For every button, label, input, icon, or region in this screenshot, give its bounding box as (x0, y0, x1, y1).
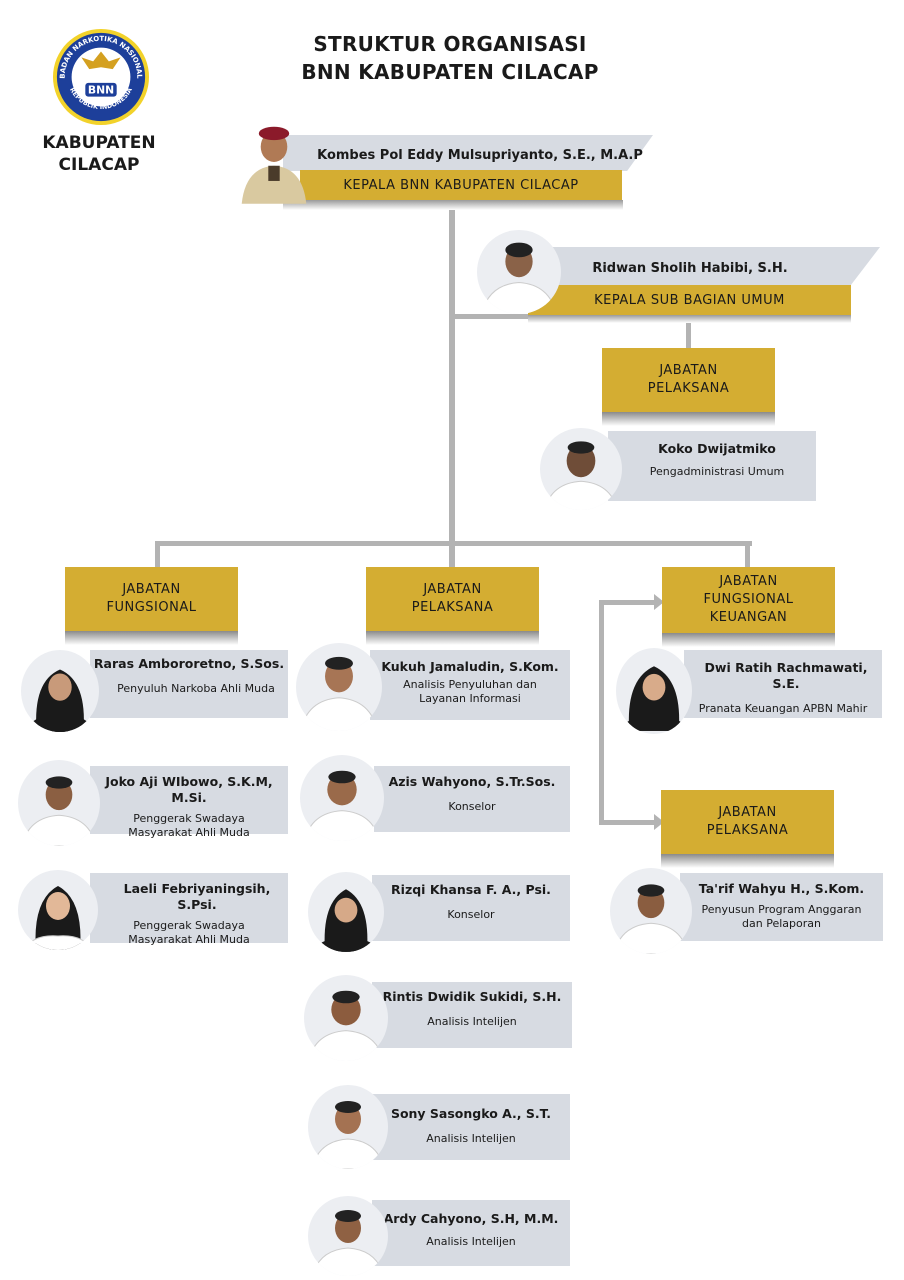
connector-subbag-branch (452, 314, 532, 319)
subbag-position: KEPALA SUB BAGIAN UMUM (528, 285, 851, 315)
member-card: Rizqi Khansa F. A., Psi. Konselor (372, 875, 570, 941)
region-line-2: CILACAP (58, 155, 140, 175)
member-name: Rintis Dwidik Sukidi, S.H. (382, 989, 562, 1004)
subbag-name: Ridwan Sholih Habibi, S.H. (592, 261, 788, 276)
keuangan-line3: KEUANGAN (709, 610, 788, 625)
member-role-2: dan Pelaporan (742, 917, 821, 930)
fungsional-box: JABATAN FUNGSIONAL (65, 567, 238, 645)
connector-fungsional (155, 541, 160, 567)
member-role-2: Masyarakat Ahli Muda (128, 826, 250, 839)
member-role-1: Penggerak Swadaya (133, 919, 245, 932)
member-photo-icon (300, 755, 384, 841)
member-role-1: Konselor (447, 908, 495, 921)
connector-head-trunk (449, 205, 455, 567)
member-role-2: Masyarakat Ahli Muda (128, 933, 250, 946)
keuangan-box: JABATAN FUNGSIONAL KEUANGAN (662, 567, 835, 647)
member-name: Joko Aji WIbowo, S.K.M, M.Si. (105, 774, 273, 805)
member-photo-icon (304, 975, 388, 1061)
member-card: Raras Ambororetno, S.Sos. Penyuluh Narko… (90, 650, 288, 718)
keu-pelaksana-line2: PELAKSANA (706, 823, 789, 838)
member-photo-icon (18, 870, 98, 950)
pelaksana-box: JABATAN PELAKSANA (366, 567, 539, 645)
member-card: Koko Dwijatmiko Pengadministrasi Umum (608, 431, 816, 501)
connector-keuangan (745, 541, 750, 567)
member-name: Raras Ambororetno, S.Sos. (93, 656, 285, 671)
keuangan-line2: FUNGSIONAL (703, 592, 794, 607)
member-name: Sony Sasongko A., S.T. (390, 1106, 552, 1121)
member-role-1: Penyusun Program Anggaran (701, 903, 862, 916)
keuangan-line1: JABATAN (719, 574, 778, 589)
subbag-shadow (528, 315, 851, 323)
head-photo-icon (241, 126, 307, 204)
member-photo-icon (21, 650, 99, 732)
page-title: STRUKTUR ORGANISASI BNN KABUPATEN CILACA… (250, 30, 650, 86)
connector-horizontal-bus (155, 541, 752, 546)
head-position-text: KEPALA BNN KABUPATEN CILACAP (343, 177, 579, 193)
fungsional-line1: JABATAN (122, 582, 181, 597)
region-line-1: KABUPATEN (42, 133, 156, 153)
fungsional-line2: FUNGSIONAL (106, 600, 197, 615)
member-card: Dwi Ratih Rachmawati, S.E. Pranata Keuan… (684, 650, 882, 718)
member-role-1: Penggerak Swadaya (133, 812, 245, 825)
keu-pelaksana-box: JABATAN PELAKSANA (661, 790, 834, 868)
connector-keuangan-side (599, 600, 604, 825)
member-role-1: Analisis Penyuluhan dan (403, 678, 537, 691)
member-photo-icon (308, 1196, 388, 1276)
member-name: Dwi Ratih Rachmawati, S.E. (704, 660, 868, 691)
subbag-pelaksana-line1: JABATAN (659, 363, 718, 378)
member-name: Rizqi Khansa F. A., Psi. (391, 882, 551, 897)
arrow-heads (654, 594, 664, 830)
subbag-pelaksana-box: JABATAN PELAKSANA (602, 348, 775, 426)
member-name: Ta'rif Wahyu H., S.Kom. (698, 881, 865, 896)
keu-pelaksana-line1: JABATAN (718, 805, 777, 820)
member-photo-icon (308, 1085, 388, 1169)
member-card: Ta'rif Wahyu H., S.Kom. Penyusun Program… (680, 873, 883, 941)
member-card: Azis Wahyono, S.Tr.Sos. Konselor (374, 766, 570, 832)
member-role: Pengadministrasi Umum (649, 465, 785, 478)
member-photo-icon (540, 428, 622, 510)
member-photo-icon (18, 760, 100, 846)
subbag-pelaksana-line2: PELAKSANA (647, 381, 730, 396)
member-role-1: Analisis Intelijen (426, 1235, 516, 1248)
title-line-1: STRUKTUR ORGANISASI (313, 32, 587, 56)
subbag-position-text: KEPALA SUB BAGIAN UMUM (594, 292, 785, 308)
subbag-photo-icon (477, 230, 561, 314)
member-card: Kukuh Jamaludin, S.Kom. Analisis Penyulu… (370, 650, 570, 720)
member-card: Sony Sasongko A., S.T. Analisis Intelije… (372, 1094, 570, 1160)
member-role-1: Analisis Intelijen (426, 1132, 516, 1145)
connector-keuangan-top-arrow (599, 600, 657, 605)
member-name: Ardy Cahyono, S.H, M.M. (383, 1211, 559, 1226)
member-photo-icon (296, 643, 382, 731)
member-role-1: Pranata Keuangan APBN Mahir (698, 702, 868, 715)
member-photo-icon (308, 872, 384, 952)
bnn-logo-icon: BADAN NARKOTIKA NASIONAL REPUBLIK INDONE… (52, 28, 150, 126)
member-role-1: Penyuluh Narkoba Ahli Muda (117, 682, 275, 695)
connector-keuangan-bottom-arrow (599, 820, 657, 825)
member-card: Rintis Dwidik Sukidi, S.H. Analisis Inte… (372, 982, 572, 1048)
subbag-name-card (540, 247, 880, 287)
title-line-2: BNN KABUPATEN CILACAP (301, 60, 599, 84)
member-name: Koko Dwijatmiko (658, 441, 776, 456)
member-role-2: Layanan Informasi (419, 692, 521, 705)
head-position: KEPALA BNN KABUPATEN CILACAP (300, 170, 622, 200)
member-card: Joko Aji WIbowo, S.K.M, M.Si. Penggerak … (90, 766, 288, 839)
pelaksana-line1: JABATAN (423, 582, 482, 597)
pelaksana-line2: PELAKSANA (411, 600, 494, 615)
member-name: Laeli Febriyaningsih, S.Psi. (123, 881, 271, 912)
member-name: Kukuh Jamaludin, S.Kom. (381, 659, 559, 674)
member-card: Laeli Febriyaningsih, S.Psi. Penggerak S… (90, 873, 288, 946)
member-name: Azis Wahyono, S.Tr.Sos. (388, 774, 556, 789)
connector-subbag-down (686, 318, 691, 348)
member-photo-icon (610, 868, 692, 954)
logo-center-text: BNN (88, 84, 114, 97)
head-name: Kombes Pol Eddy Mulsupriyanto, S.E., M.A… (317, 148, 643, 163)
head-shadow (283, 200, 623, 210)
member-role-1: Analisis Intelijen (427, 1015, 517, 1028)
member-role-1: Konselor (448, 800, 496, 813)
head-name-card (283, 135, 653, 171)
member-photo-icon (616, 648, 692, 734)
region-label: KABUPATEN CILACAP (24, 132, 174, 176)
member-card: Ardy Cahyono, S.H, M.M. Analisis Intelij… (372, 1200, 570, 1266)
